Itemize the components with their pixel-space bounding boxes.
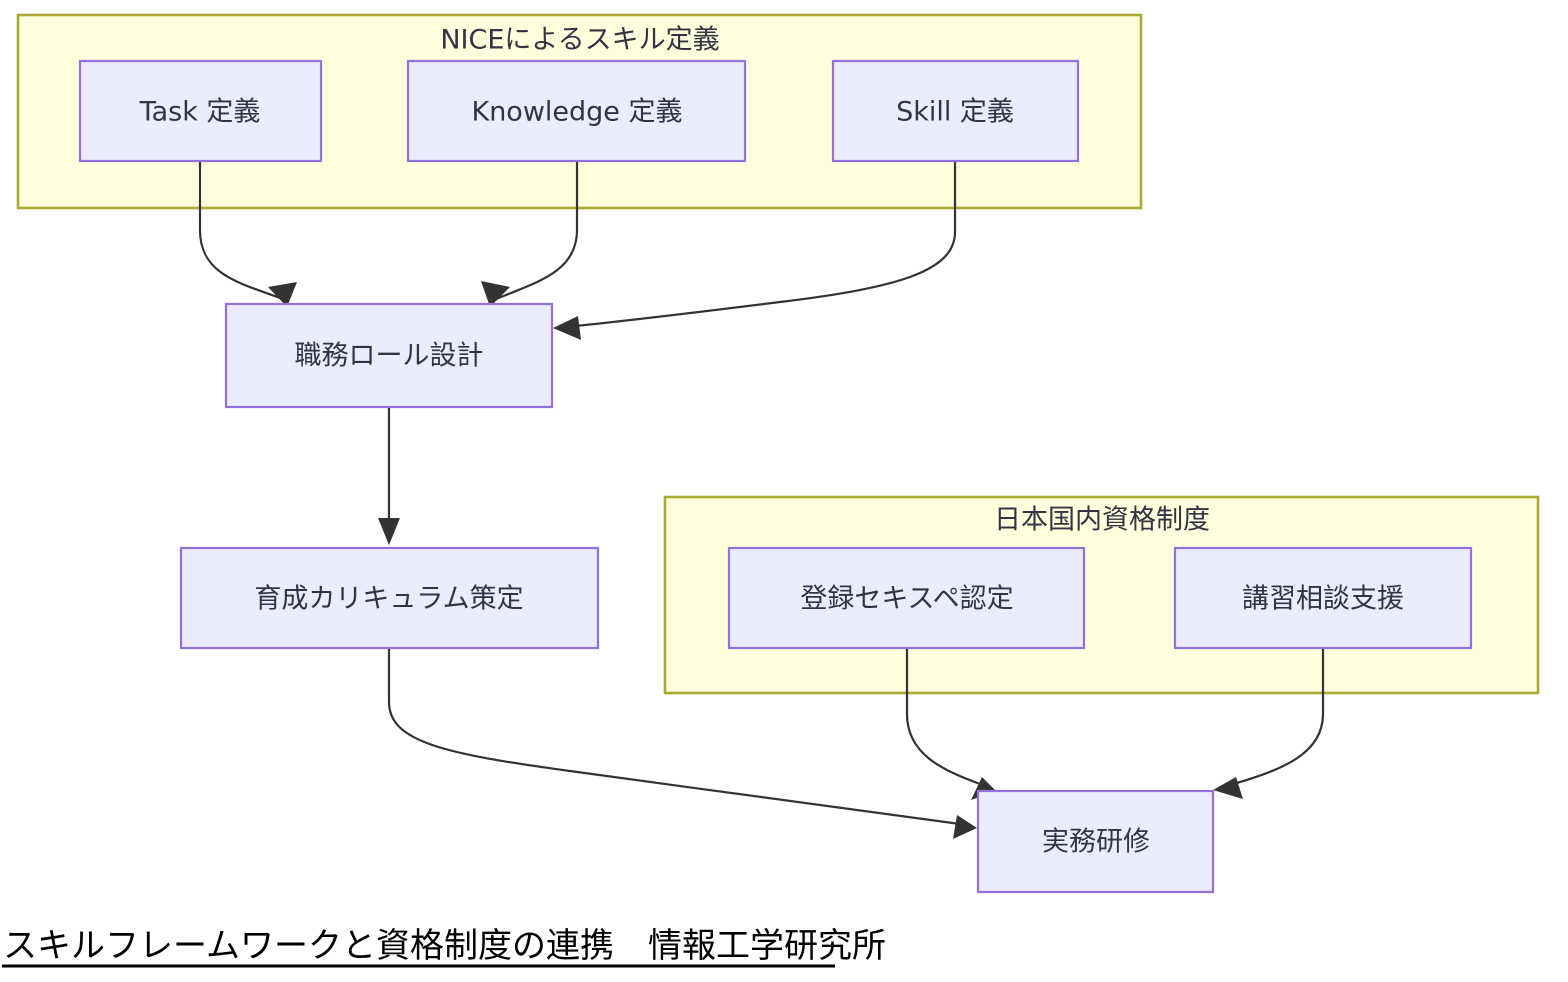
nodes-layer: Task 定義 Knowledge 定義 Skill 定義 職務ロール設計 育成…: [78, 59, 1473, 894]
group-nice-label: NICEによるスキル定義: [440, 25, 719, 56]
diagram-caption: スキルフレームワークと資格制度の連携 情報工学研究所: [2, 926, 886, 968]
node-task-label: Task 定義: [139, 97, 261, 128]
edge-curriculum-to-practical-training: [387, 648, 977, 839]
edge-knowledge-to-role-design: [481, 161, 579, 307]
node-knowledge[interactable]: Knowledge 定義: [406, 59, 747, 163]
node-knowledge-rect[interactable]: [406, 59, 747, 163]
node-skill[interactable]: Skill 定義: [831, 59, 1080, 163]
edge-task-to-role-design-line: [198, 161, 284, 301]
node-koushuu[interactable]: 講習相談支援: [1173, 546, 1473, 650]
node-koushuu-label: 講習相談支援: [1242, 584, 1404, 615]
edge-knowledge-to-role-design-line: [495, 161, 579, 301]
node-task[interactable]: Task 定義: [78, 59, 323, 163]
node-curriculum[interactable]: 育成カリキュラム策定: [179, 546, 600, 650]
node-skill-rect[interactable]: [831, 59, 1080, 163]
edge-role-design-to-curriculum-arrowhead: [378, 518, 400, 545]
edge-task-to-role-design: [198, 161, 297, 307]
node-role-design[interactable]: 職務ロール設計: [224, 302, 554, 409]
node-role-design-label: 職務ロール設計: [295, 341, 484, 372]
edges-layer: [198, 161, 1325, 839]
edge-curriculum-to-practical-training-arrowhead: [953, 815, 977, 839]
node-koushuu-rect[interactable]: [1173, 546, 1473, 650]
edge-skill-to-role-design-arrowhead: [553, 316, 581, 340]
node-sekisupe-label: 登録セキスペ認定: [800, 584, 1013, 615]
node-practical-training-rect[interactable]: [976, 789, 1215, 894]
edge-knowledge-to-role-design-arrowhead: [481, 281, 510, 307]
node-curriculum-label: 育成カリキュラム策定: [254, 584, 523, 615]
node-skill-label: Skill 定義: [896, 97, 1014, 128]
edge-skill-to-role-design: [553, 161, 957, 340]
edge-koushuu-to-practical-training-arrowhead: [1213, 777, 1243, 799]
node-task-rect[interactable]: [78, 59, 323, 163]
node-role-design-rect[interactable]: [224, 302, 554, 409]
edge-role-design-to-curriculum: [378, 407, 400, 545]
caption-label: スキルフレームワークと資格制度の連携 情報工学研究所: [3, 926, 886, 966]
node-practical-training-label: 実務研修: [1042, 827, 1150, 858]
node-practical-training[interactable]: 実務研修: [976, 789, 1215, 894]
node-sekisupe-rect[interactable]: [727, 546, 1086, 650]
edge-sekisupe-to-practical-training-line: [905, 648, 981, 786]
group-japan-label: 日本国内資格制度: [994, 505, 1210, 536]
node-curriculum-rect[interactable]: [179, 546, 600, 650]
edge-task-to-role-design-arrowhead: [268, 282, 297, 307]
node-sekisupe[interactable]: 登録セキスペ認定: [727, 546, 1086, 650]
edge-koushuu-to-practical-training: [1213, 648, 1325, 799]
node-knowledge-label: Knowledge 定義: [471, 97, 682, 128]
edge-skill-to-role-design-line: [565, 161, 957, 329]
edge-koushuu-to-practical-training-line: [1229, 648, 1325, 787]
edge-curriculum-to-practical-training-line: [387, 648, 961, 826]
